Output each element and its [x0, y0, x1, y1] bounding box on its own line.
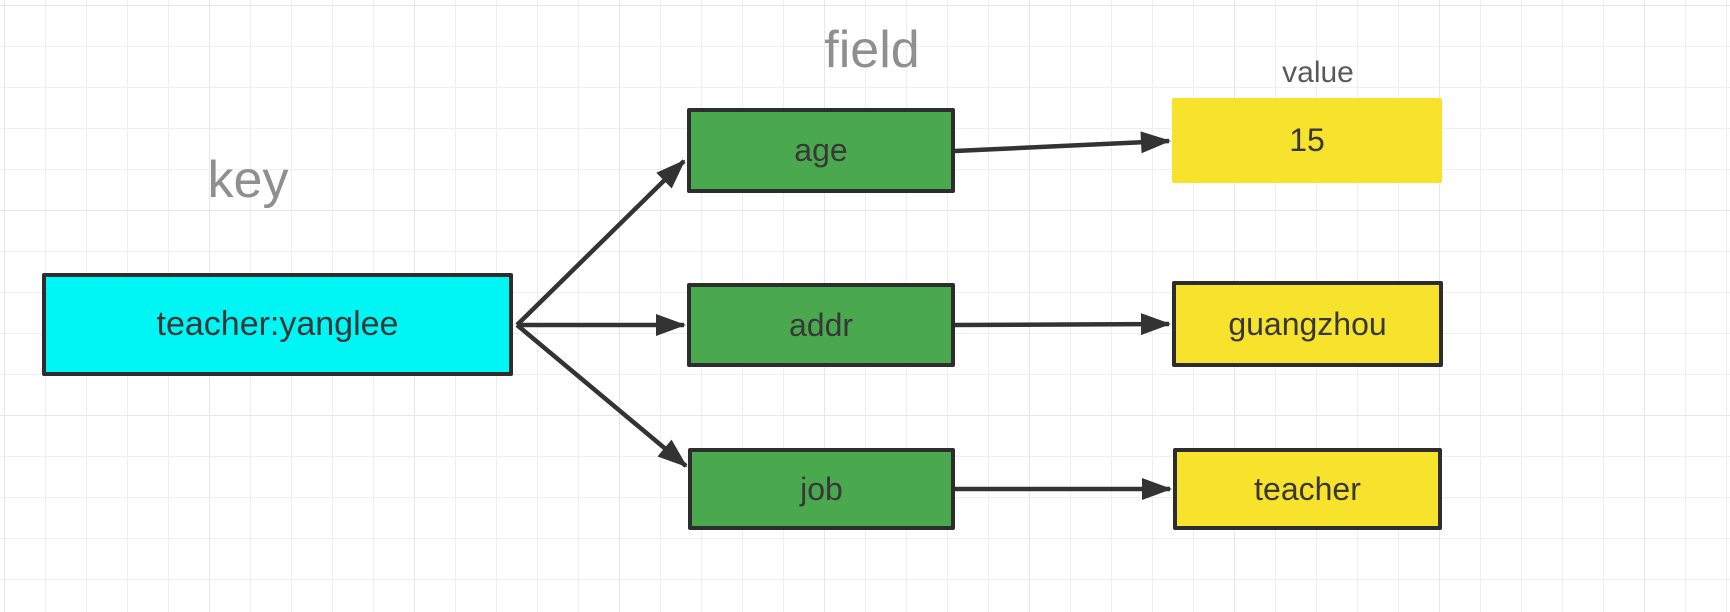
value-node-teacher: teacher	[1173, 448, 1442, 530]
arrow-age-to-value	[954, 131, 1171, 154]
value-column-label: value	[1282, 56, 1354, 89]
field-node-age: age	[687, 108, 955, 193]
arrow-key-to-job	[515, 323, 688, 468]
arrow-key-to-age	[515, 159, 686, 327]
value-node-guangzhou: guangzhou	[1172, 281, 1443, 367]
key-node: teacher:yanglee	[42, 273, 513, 376]
arrow-addr-to-value	[954, 313, 1171, 336]
field-node-job: job	[688, 448, 955, 530]
field-column-label: field	[824, 21, 920, 79]
key-column-label: key	[207, 151, 289, 209]
value-node-15: 15	[1172, 98, 1442, 183]
field-node-addr: addr	[687, 283, 955, 367]
